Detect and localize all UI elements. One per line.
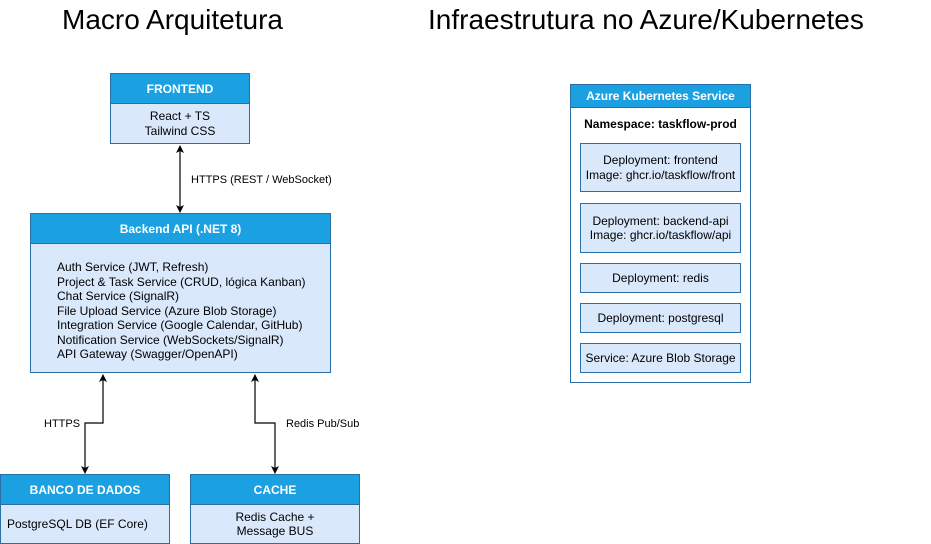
cache-line: Message BUS xyxy=(236,524,314,538)
cache-line: Redis Cache + xyxy=(235,509,315,524)
aks-header: Azure Kubernetes Service xyxy=(571,85,750,108)
aks-item-line: Deployment: redis xyxy=(612,270,709,285)
cache-body: Redis Cache + Message BUS xyxy=(191,505,359,543)
backend-service-line: Chat Service (SignalR) xyxy=(57,289,180,303)
aks-deployment-frontend: Deployment: frontend Image: ghcr.io/task… xyxy=(580,143,741,192)
database-box: BANCO DE DADOS PostgreSQL DB (EF Core) xyxy=(0,474,170,544)
backend-service-line: Project & Task Service (CRUD, lógica Kan… xyxy=(57,274,306,289)
left-title: Macro Arquitetura xyxy=(62,4,283,35)
backend-body: Auth Service (JWT, Refresh) Project & Ta… xyxy=(31,244,330,372)
frontend-line: Tailwind CSS xyxy=(144,123,216,138)
backend-box: Backend API (.NET 8) Auth Service (JWT, … xyxy=(30,213,331,373)
aks-item-line: Deployment: frontend xyxy=(603,153,718,167)
aks-item-line: Image: ghcr.io/taskflow/api xyxy=(589,228,732,242)
aks-deployment-backend-api: Deployment: backend-api Image: ghcr.io/t… xyxy=(580,203,741,253)
frontend-line: React + TS xyxy=(149,109,211,123)
backend-service-line: API Gateway (Swagger/OpenAPI) xyxy=(57,347,238,361)
backend-service-line: File Upload Service (Azure Blob Storage) xyxy=(57,303,277,318)
aks-item-line: Deployment: postgresql xyxy=(597,310,724,325)
aks-item-line: Image: ghcr.io/taskflow/front xyxy=(585,167,736,182)
database-body: PostgreSQL DB (EF Core) xyxy=(1,505,169,543)
right-title: Infraestrutura no Azure/Kubernetes xyxy=(428,4,864,35)
cache-header: CACHE xyxy=(191,475,359,505)
aks-deployment-postgresql: Deployment: postgresql xyxy=(580,303,741,333)
database-line: PostgreSQL DB (EF Core) xyxy=(7,516,148,531)
backend-service-line: Integration Service (Google Calendar, Gi… xyxy=(57,318,303,332)
backend-header: Backend API (.NET 8) xyxy=(31,214,330,244)
edge-backend-database xyxy=(81,374,107,474)
aks-namespace: Namespace: taskflow-prod xyxy=(584,117,737,131)
aks-deployment-redis: Deployment: redis xyxy=(580,263,741,293)
backend-service-line: Auth Service (JWT, Refresh) xyxy=(57,260,209,274)
database-header: BANCO DE DADOS xyxy=(1,475,169,505)
frontend-box: FRONTEND React + TS Tailwind CSS xyxy=(110,73,250,144)
edge-label-backend-cache: Redis Pub/Sub xyxy=(286,418,360,430)
backend-service-line: Notification Service (WebSockets/SignalR… xyxy=(57,332,284,347)
frontend-header: FRONTEND xyxy=(111,74,249,104)
edge-label-frontend-backend: HTTPS (REST / WebSocket) xyxy=(191,174,332,186)
edge-label-backend-database: HTTPS xyxy=(44,418,81,430)
cache-box: CACHE Redis Cache + Message BUS xyxy=(190,474,360,544)
aks-service-blob-storage: Service: Azure Blob Storage xyxy=(580,343,741,373)
aks-item-line: Deployment: backend-api xyxy=(592,213,729,228)
frontend-body: React + TS Tailwind CSS xyxy=(111,104,249,143)
aks-item-line: Service: Azure Blob Storage xyxy=(585,350,736,365)
edge-backend-cache xyxy=(251,374,279,474)
